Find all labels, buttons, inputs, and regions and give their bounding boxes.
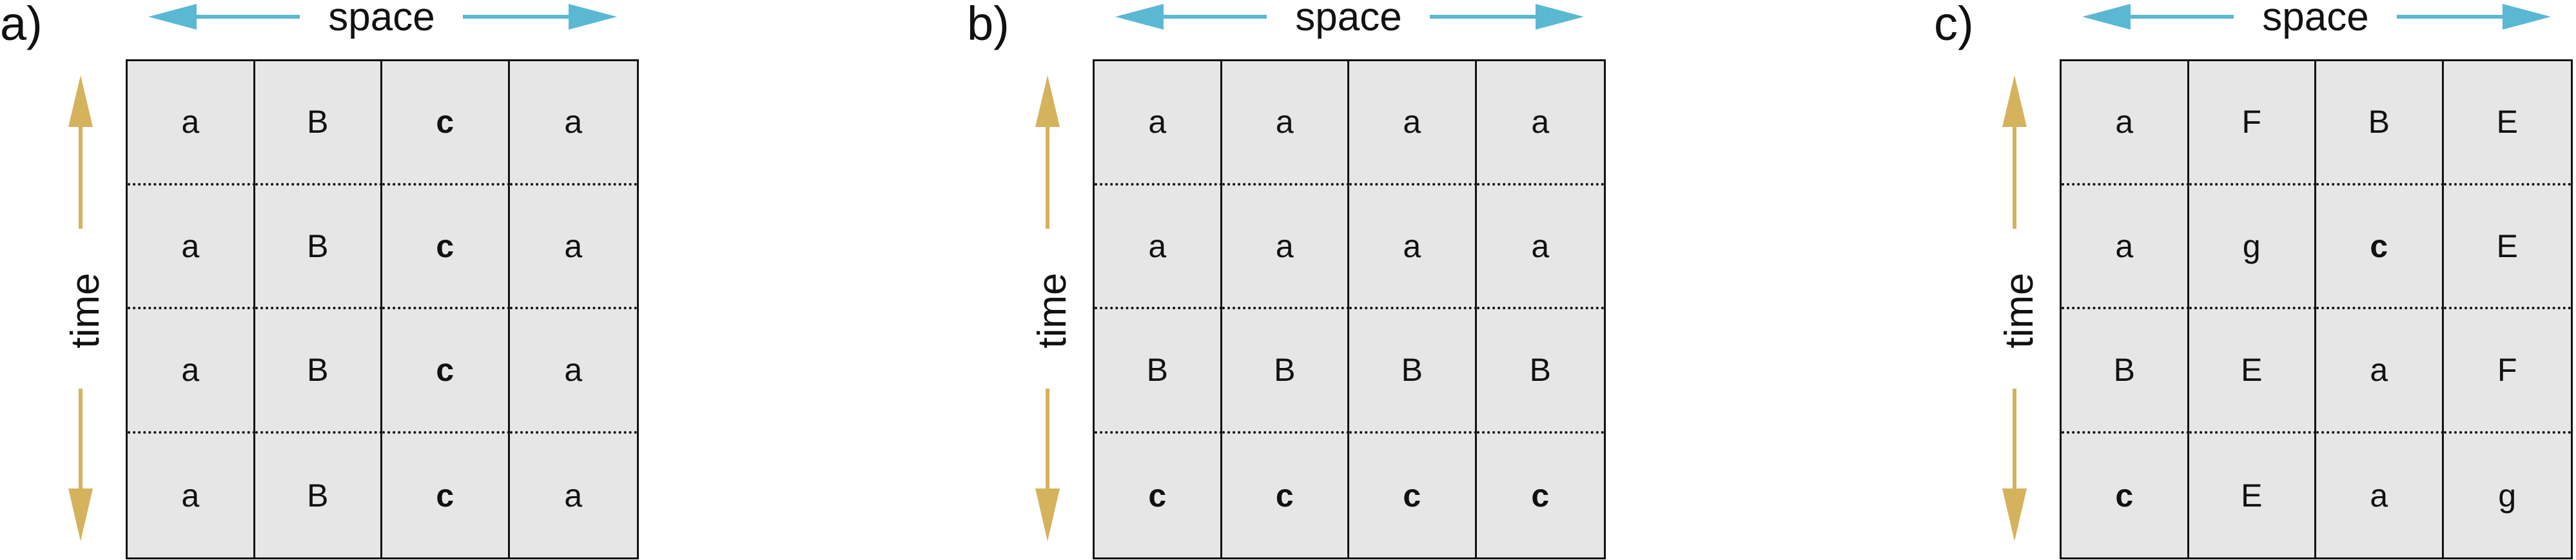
space-axis-label: space: [1295, 0, 1402, 39]
time-arrow-down-icon: [1035, 389, 1060, 541]
grid-cell: c: [1476, 433, 1604, 557]
time-axis-label: time: [63, 273, 108, 349]
grid-cell: c: [1349, 433, 1477, 557]
grid-cell: B: [255, 61, 382, 186]
grid-cell: a: [2316, 433, 2444, 557]
grid-cell: a: [2062, 61, 2189, 186]
axis-arrows: [68, 4, 617, 541]
grid-cell: c: [382, 61, 510, 186]
space-axis-label: space: [328, 0, 435, 39]
grid-cell: E: [2443, 61, 2571, 186]
grid-cell: a: [128, 185, 255, 309]
grid-cell: a: [1222, 61, 1349, 186]
grid-cell: a: [1095, 61, 1222, 186]
panel-label: c): [1934, 0, 1974, 50]
space-arrow-right-icon: [463, 4, 617, 30]
grid-cell: a: [509, 61, 637, 186]
grid-cell: E: [2443, 185, 2571, 309]
grid-cell: c: [382, 309, 510, 434]
grid-cell: a: [509, 433, 637, 557]
space-arrow-left-icon: [2082, 4, 2234, 30]
grid-cell: a: [128, 309, 255, 434]
time-arrow-down-icon: [68, 389, 93, 541]
grid-cell: a: [509, 309, 637, 434]
axis-arrows: [2002, 4, 2551, 541]
grid-cell: c: [1222, 433, 1349, 557]
grid-cell: c: [2316, 185, 2444, 309]
grid-cell: g: [2443, 433, 2571, 557]
grid-cell: B: [255, 309, 382, 434]
grid-cell: a: [1476, 185, 1604, 309]
grid-cell: B: [1476, 309, 1604, 434]
time-arrow-up-icon: [2002, 75, 2027, 229]
time-arrow-up-icon: [1035, 75, 1060, 229]
grid-cell: B: [255, 433, 382, 557]
grid-cell: a: [509, 185, 637, 309]
grid-cell: E: [2189, 433, 2316, 557]
grid-cell: B: [2062, 309, 2189, 434]
grid-cell: a: [1095, 185, 1222, 309]
panel-label: b): [967, 0, 1010, 50]
grid-cell: B: [2316, 61, 2444, 186]
time-axis-label: time: [1030, 273, 1075, 349]
time-axis-label: time: [1997, 273, 2042, 349]
grid-cell: B: [1095, 309, 1222, 434]
grid-cell: a: [2316, 309, 2444, 434]
space-arrow-left-icon: [1115, 4, 1267, 30]
panel-label: a): [0, 0, 43, 50]
grid-cell: a: [2062, 185, 2189, 309]
time-arrow-down-icon: [2002, 389, 2027, 541]
axis-arrows: [1035, 4, 1584, 541]
grid-cell: B: [1349, 309, 1477, 434]
space-arrow-left-icon: [148, 4, 300, 30]
grid-cell: g: [2189, 185, 2316, 309]
space-axis-label: space: [2262, 0, 2369, 39]
grid-cell: F: [2443, 309, 2571, 434]
grid-cell: c: [2062, 433, 2189, 557]
grid-cell: a: [1222, 185, 1349, 309]
grid-cell: a: [128, 61, 255, 186]
grid-cell: B: [255, 185, 382, 309]
grid-cell: F: [2189, 61, 2316, 186]
grid-cell: c: [1095, 433, 1222, 557]
grid-cell: a: [1349, 185, 1477, 309]
grid-cell: c: [382, 433, 510, 557]
grid-cell: B: [1222, 309, 1349, 434]
grid-cell: c: [382, 185, 510, 309]
space-arrow-right-icon: [2397, 4, 2551, 30]
grid-cell: a: [1349, 61, 1477, 186]
grid-cell: E: [2189, 309, 2316, 434]
grid-cell: a: [1476, 61, 1604, 186]
grid-cell: a: [128, 433, 255, 557]
time-arrow-up-icon: [68, 75, 93, 229]
space-arrow-right-icon: [1430, 4, 1584, 30]
